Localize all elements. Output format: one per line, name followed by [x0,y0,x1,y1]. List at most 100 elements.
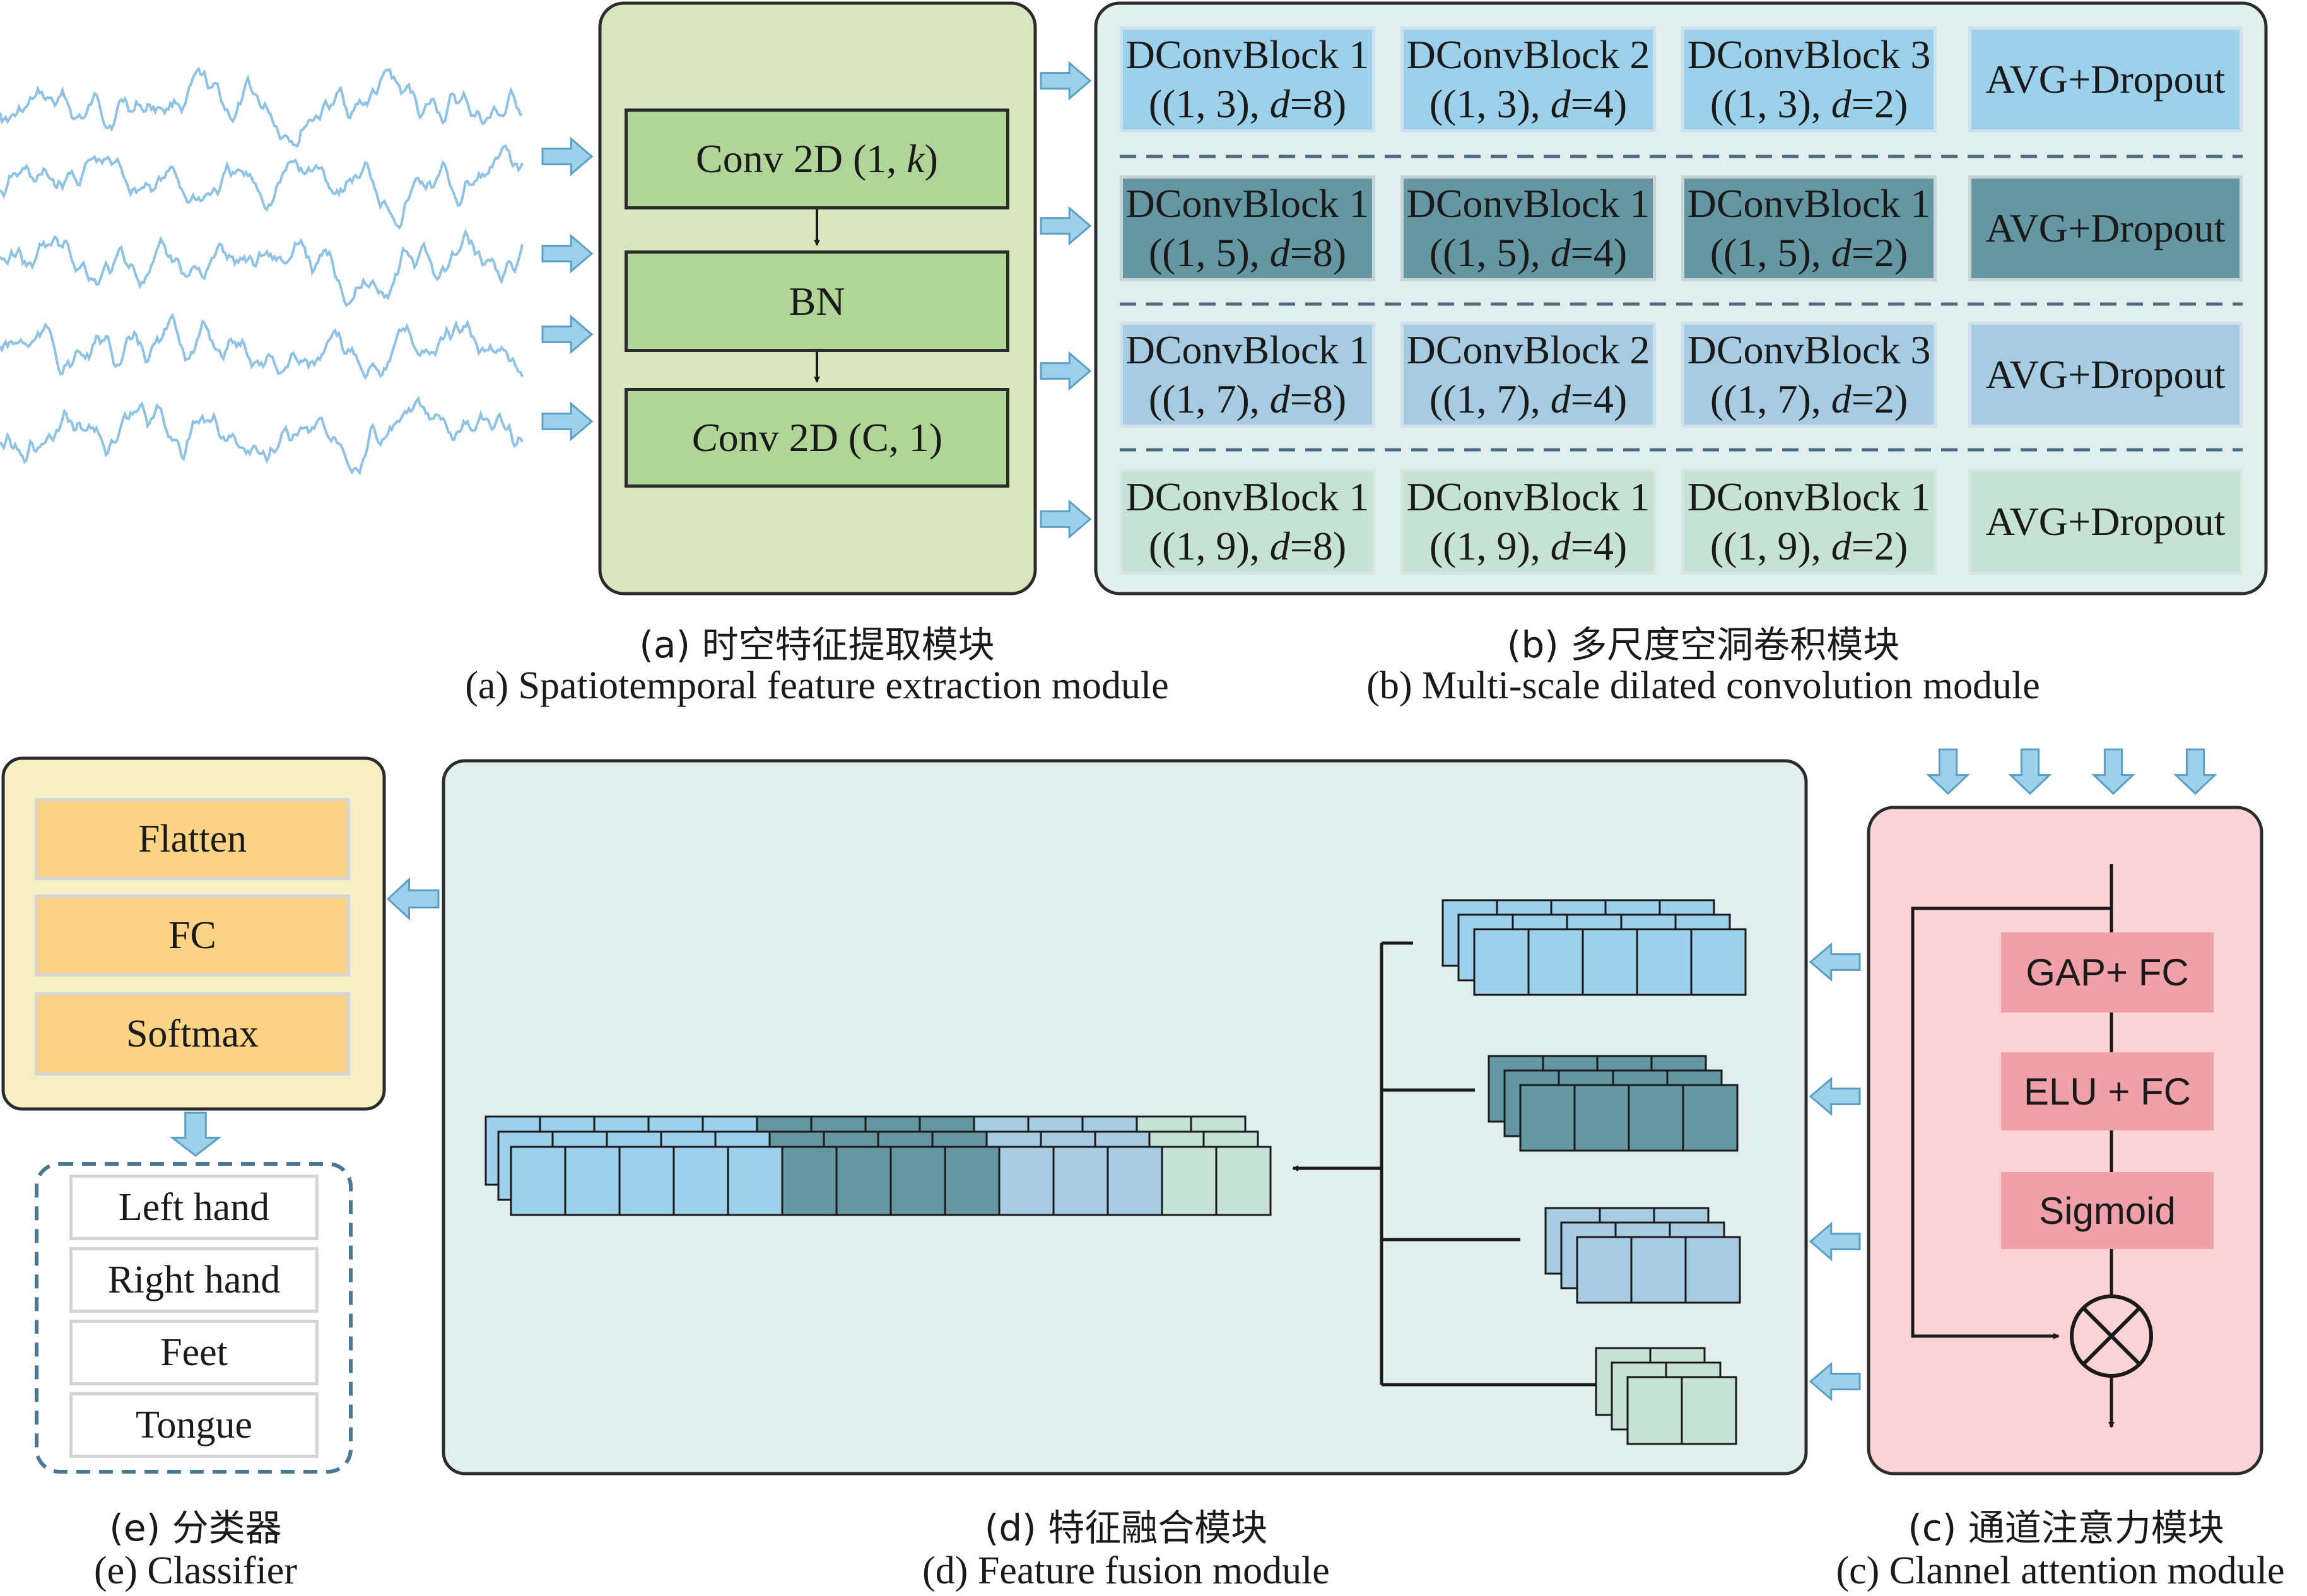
output-class-label: Left hand [118,1185,270,1229]
conv2d-temporal-block: Conv 2D (1, k) [625,109,1009,209]
sigmoid-label: Sigmoid [2039,1189,2176,1232]
feature-map-cell [1161,1146,1218,1216]
elu-fc-label: ELU + FC [2023,1070,2192,1113]
flow-arrow-icon [541,401,594,442]
feature-map-cell [510,1146,566,1216]
panel-b-frame [1094,1,2268,596]
feature-map-cell [889,1146,946,1216]
dconv-block: DConvBlock 3((1, 3), d=2) [1681,26,1937,132]
feature-map-cell [564,1146,621,1216]
feature-map-cell [727,1146,784,1216]
dconv-block-params: ((1, 7), d=2) [1710,377,1908,421]
flatten-layer: Flatten [35,798,350,880]
dconv-block-name: DConvBlock 3 [1687,32,1931,77]
feature-map-cell [1215,1146,1272,1216]
output-class-label: Feet [160,1330,228,1374]
dconv-block-params: ((1, 9), d=4) [1429,524,1628,568]
dconv-block-params: ((1, 3), d=4) [1429,81,1628,126]
output-class-feet: Feet [69,1320,319,1385]
flatten-label: Flatten [138,817,247,860]
panel-b-caption-zh: (b) 多尺度空洞卷积模块 [1506,623,1900,666]
panel-a-caption-zh: (a) 时空特征提取模块 [639,623,995,666]
dconv-block: DConvBlock 1 ((1, 9), d=8) [1120,469,1375,575]
panel-b-separators [1120,155,2243,452]
feature-map-cell [1052,1146,1109,1216]
feature-stacks [484,899,1747,1445]
conv2d-spatial-label: Conv 2D (C, 1) [691,415,943,460]
dconv-block-name: DConvBlock 1 [1406,474,1650,519]
eeg-channel-trace [0,396,524,476]
fc-label: FC [168,913,216,957]
feature-map-cell [1582,928,1638,996]
flow-arrow-icon [541,314,594,355]
avg-dropout-label: AVG+Dropout [1985,498,2226,544]
avg-dropout-block: AVG+Dropout [1968,175,2243,281]
panel-c-caption-zh: (c) 通道注意力模块 [1908,1506,2224,1549]
flow-arrow-icon [2173,748,2217,795]
dconv-block-name: DConvBlock 2 [1406,327,1650,372]
panel-d-connectors [1292,941,1596,1387]
flow-arrow-icon [1040,351,1092,391]
dconv-block-name: DConvBlock 3 [1687,327,1931,372]
output-class-label: Tongue [135,1403,253,1446]
feature-map-cell [781,1146,838,1216]
dconv-block-name: DConvBlock 1 [1687,474,1931,519]
dconv-block: DConvBlock 1 ((1, 7), d=8) [1120,322,1375,428]
softmax-label: Softmax [126,1012,259,1055]
batchnorm-label: BN [789,278,845,324]
dconv-block-name: DConvBlock 1 [1125,180,1370,226]
block-arrows [169,61,2217,1402]
output-class-right-hand: Right hand [69,1247,319,1313]
dconv-block-name: DConvBlock 1 [1125,474,1370,519]
avg-dropout-block: AVG+Dropout [1968,26,2243,132]
flow-arrow-icon [2008,748,2052,795]
dconv-block: DConvBlock 1 ((1, 9), d=4) [1400,469,1656,575]
flow-arrow-icon [1809,1221,1861,1262]
panel-e-caption-zh: (e) 分类器 [109,1506,282,1549]
feature-map-cell [835,1146,892,1216]
output-class-tongue: Tongue [69,1392,319,1458]
dconv-block-params: ((1, 5), d=4) [1429,230,1628,275]
feature-map-cell [1630,1236,1687,1304]
feature-map-cell [998,1146,1055,1216]
dconv-block-params: ((1, 3), d=8) [1148,81,1347,126]
dconv-block: DConvBlock 1((1, 5), d=2) [1681,175,1937,281]
avg-dropout-label: AVG+Dropout [1985,351,2226,397]
dconv-block-name: DConvBlock 1 [1406,180,1650,226]
panel-b-caption-en: (b) Multi-scale dilated convolution modu… [1366,664,2040,707]
dconv-block-params: ((1, 5), d=8) [1148,230,1347,275]
feature-map-cell [1576,1236,1633,1304]
feature-map-cell [1107,1146,1163,1216]
output-class-label: Right hand [107,1258,281,1301]
feature-map-cell [1681,1376,1737,1445]
softmax-layer: Softmax [35,992,350,1076]
dconv-block-name: DConvBlock 1 [1125,32,1370,77]
dconv-block-name: DConvBlock 1 [1125,327,1370,372]
panel-d-caption-zh: (d) 特征融合模块 [984,1506,1268,1549]
flow-arrow-icon [1040,61,1092,101]
dconv-block-params: ((1, 7), d=4) [1429,377,1628,421]
feature-map-cell [1473,928,1530,996]
eeg-channel-trace [0,312,524,380]
feature-map-cell [1684,1236,1741,1304]
avg-dropout-label: AVG+Dropout [1985,56,2226,102]
multiply-icon [2070,1294,2153,1378]
batchnorm-block: BN [625,250,1009,352]
dconv-block: DConvBlock 1((1, 3), d=8) [1120,26,1375,132]
elu-fc-block: ELU + FC [2001,1052,2214,1130]
eeg-channel-trace [0,144,524,230]
panel-e-caption-en: (e) Classifier [94,1549,297,1592]
dconv-block-params: ((1, 7), d=8) [1148,377,1347,421]
feature-map-cell [1527,928,1584,996]
dconv-block-params: ((1, 9), d=8) [1148,524,1347,568]
flow-arrow-icon [1926,748,1970,795]
flow-arrow-icon [1809,1076,1861,1117]
dconv-block-params: ((1, 9), d=2) [1710,524,1908,568]
feature-map-cell [618,1146,675,1216]
output-class-left-hand: Left hand [69,1175,319,1240]
eeg-signals [0,66,524,476]
feature-map-cell [1573,1084,1630,1152]
feature-map-cell [1690,928,1747,996]
avg-dropout-block: AVG+Dropout [1968,469,2243,575]
flow-arrow-icon [541,233,594,274]
